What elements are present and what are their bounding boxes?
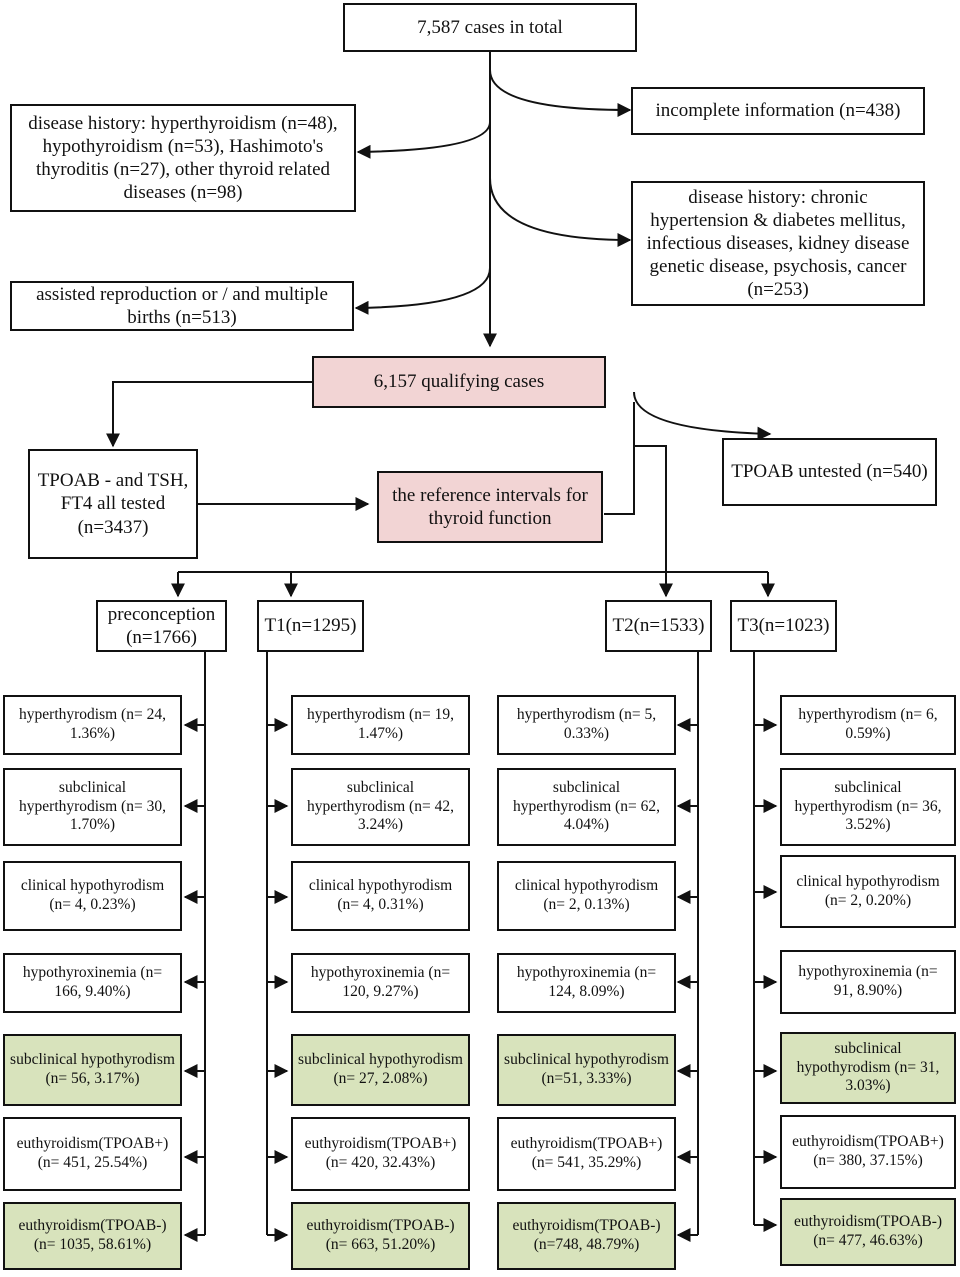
t1-subclinical-hyperthyrodism: subclinical hyperthyrodism (n= 42, 3.24%…: [291, 768, 470, 846]
t3-euthyroidism-tpoab-negative: euthyroidism(TPOAB-) (n= 477, 46.63%): [780, 1198, 956, 1266]
t1-euthyroidism-tpoab-negative: euthyroidism(TPOAB-) (n= 663, 51.20%): [291, 1202, 470, 1270]
preconception-hyperthyrodism: hyperthyrodism (n= 24, 1.36%): [3, 695, 182, 755]
t2-hyperthyrodism: hyperthyrodism (n= 5, 0.33%): [497, 695, 676, 755]
preconception-euthyroidism-tpoab-negative: euthyroidism(TPOAB-) (n= 1035, 58.61%): [3, 1202, 182, 1270]
preconception-euthyroidism-tpoab-positive: euthyroidism(TPOAB+) (n= 451, 25.54%): [3, 1117, 182, 1191]
t2-clinical-hypothyrodism: clinical hypothyrodism (n= 2, 0.13%): [497, 861, 676, 931]
t3-hyperthyrodism: hyperthyrodism (n= 6, 0.59%): [780, 695, 956, 755]
t3-subclinical-hypothyrodism: subclinical hypothyrodism (n= 31, 3.03%): [780, 1032, 956, 1104]
arrow-thyroid-history: [356, 121, 491, 159]
t2-hypothyroxinemia: hypothyroxinemia (n= 124, 8.09%): [497, 953, 676, 1013]
arrow-incomplete: [489, 69, 632, 117]
t2-subclinical-hyperthyrodism: subclinical hyperthyrodism (n= 62, 4.04%…: [497, 768, 676, 846]
t2-euthyroidism-tpoab-positive: euthyroidism(TPOAB+) (n= 541, 35.29%): [497, 1117, 676, 1191]
tested-box: TPOAB - and TSH, FT4 all tested (n=3437): [28, 449, 198, 559]
thyroid-history-box: disease history: hyperthyroidism (n=48),…: [10, 104, 356, 212]
t2-subclinical-hypothyrodism: subclinical hypothyrodism (n=51, 3.33%): [497, 1034, 676, 1106]
preconception-subclinical-hyperthyrodism: subclinical hyperthyrodism (n= 30, 1.70%…: [3, 768, 182, 846]
reference-branch: [634, 445, 667, 572]
arrow-assisted: [354, 267, 491, 315]
total-cases-box: 7,587 cases in total: [343, 3, 637, 52]
t2-box: T2(n=1533): [605, 600, 712, 652]
t1-euthyroidism-tpoab-positive: euthyroidism(TPOAB+) (n= 420, 32.43%): [291, 1117, 470, 1191]
reference-intervals-box: the reference intervals for thyroid func…: [377, 471, 603, 543]
arrow-chronic-history: [489, 177, 632, 247]
preconception-box: preconception (n=1766): [96, 600, 227, 652]
preconception-clinical-hypothyrodism: clinical hypothyrodism (n= 4, 0.23%): [3, 861, 182, 931]
t1-hypothyroxinemia: hypothyroxinemia (n= 120, 9.27%): [291, 953, 470, 1013]
preconception-subclinical-hypothyrodism: subclinical hypothyrodism (n= 56, 3.17%): [3, 1034, 182, 1106]
t2-euthyroidism-tpoab-negative: euthyroidism(TPOAB-) (n=748, 48.79%): [497, 1202, 676, 1270]
t3-subclinical-hyperthyrodism: subclinical hyperthyrodism (n= 36, 3.52%…: [780, 768, 956, 846]
incomplete-info-box: incomplete information (n=438): [631, 87, 925, 135]
qualifying-cases-box: 6,157 qualifying cases: [312, 356, 606, 408]
arrow-to-tested: [106, 381, 312, 448]
preconception-hypothyroxinemia: hypothyroxinemia (n= 166, 9.40%): [3, 953, 182, 1013]
t3-clinical-hypothyrodism: clinical hypothyrodism (n= 2, 0.20%): [780, 855, 956, 928]
tpoab-untested-box: TPOAB untested (n=540): [722, 438, 937, 506]
reference-bracket: [604, 402, 635, 515]
assisted-reproduction-box: assisted reproduction or / and multiple …: [10, 281, 354, 331]
t3-hypothyroxinemia: hypothyroxinemia (n= 91, 8.90%): [780, 950, 956, 1014]
t3-box: T3(n=1023): [730, 600, 837, 652]
t3-euthyroidism-tpoab-positive: euthyroidism(TPOAB+) (n= 380, 37.15%): [780, 1115, 956, 1189]
t1-hyperthyrodism: hyperthyrodism (n= 19, 1.47%): [291, 695, 470, 755]
t1-clinical-hypothyrodism: clinical hypothyrodism (n= 4, 0.31%): [291, 861, 470, 931]
t1-box: T1(n=1295): [257, 600, 364, 652]
t1-subclinical-hypothyrodism: subclinical hypothyrodism (n= 27, 2.08%): [291, 1034, 470, 1106]
arrow-to-untested: [633, 391, 772, 441]
chronic-history-box: disease history: chronic hypertension & …: [631, 181, 925, 306]
